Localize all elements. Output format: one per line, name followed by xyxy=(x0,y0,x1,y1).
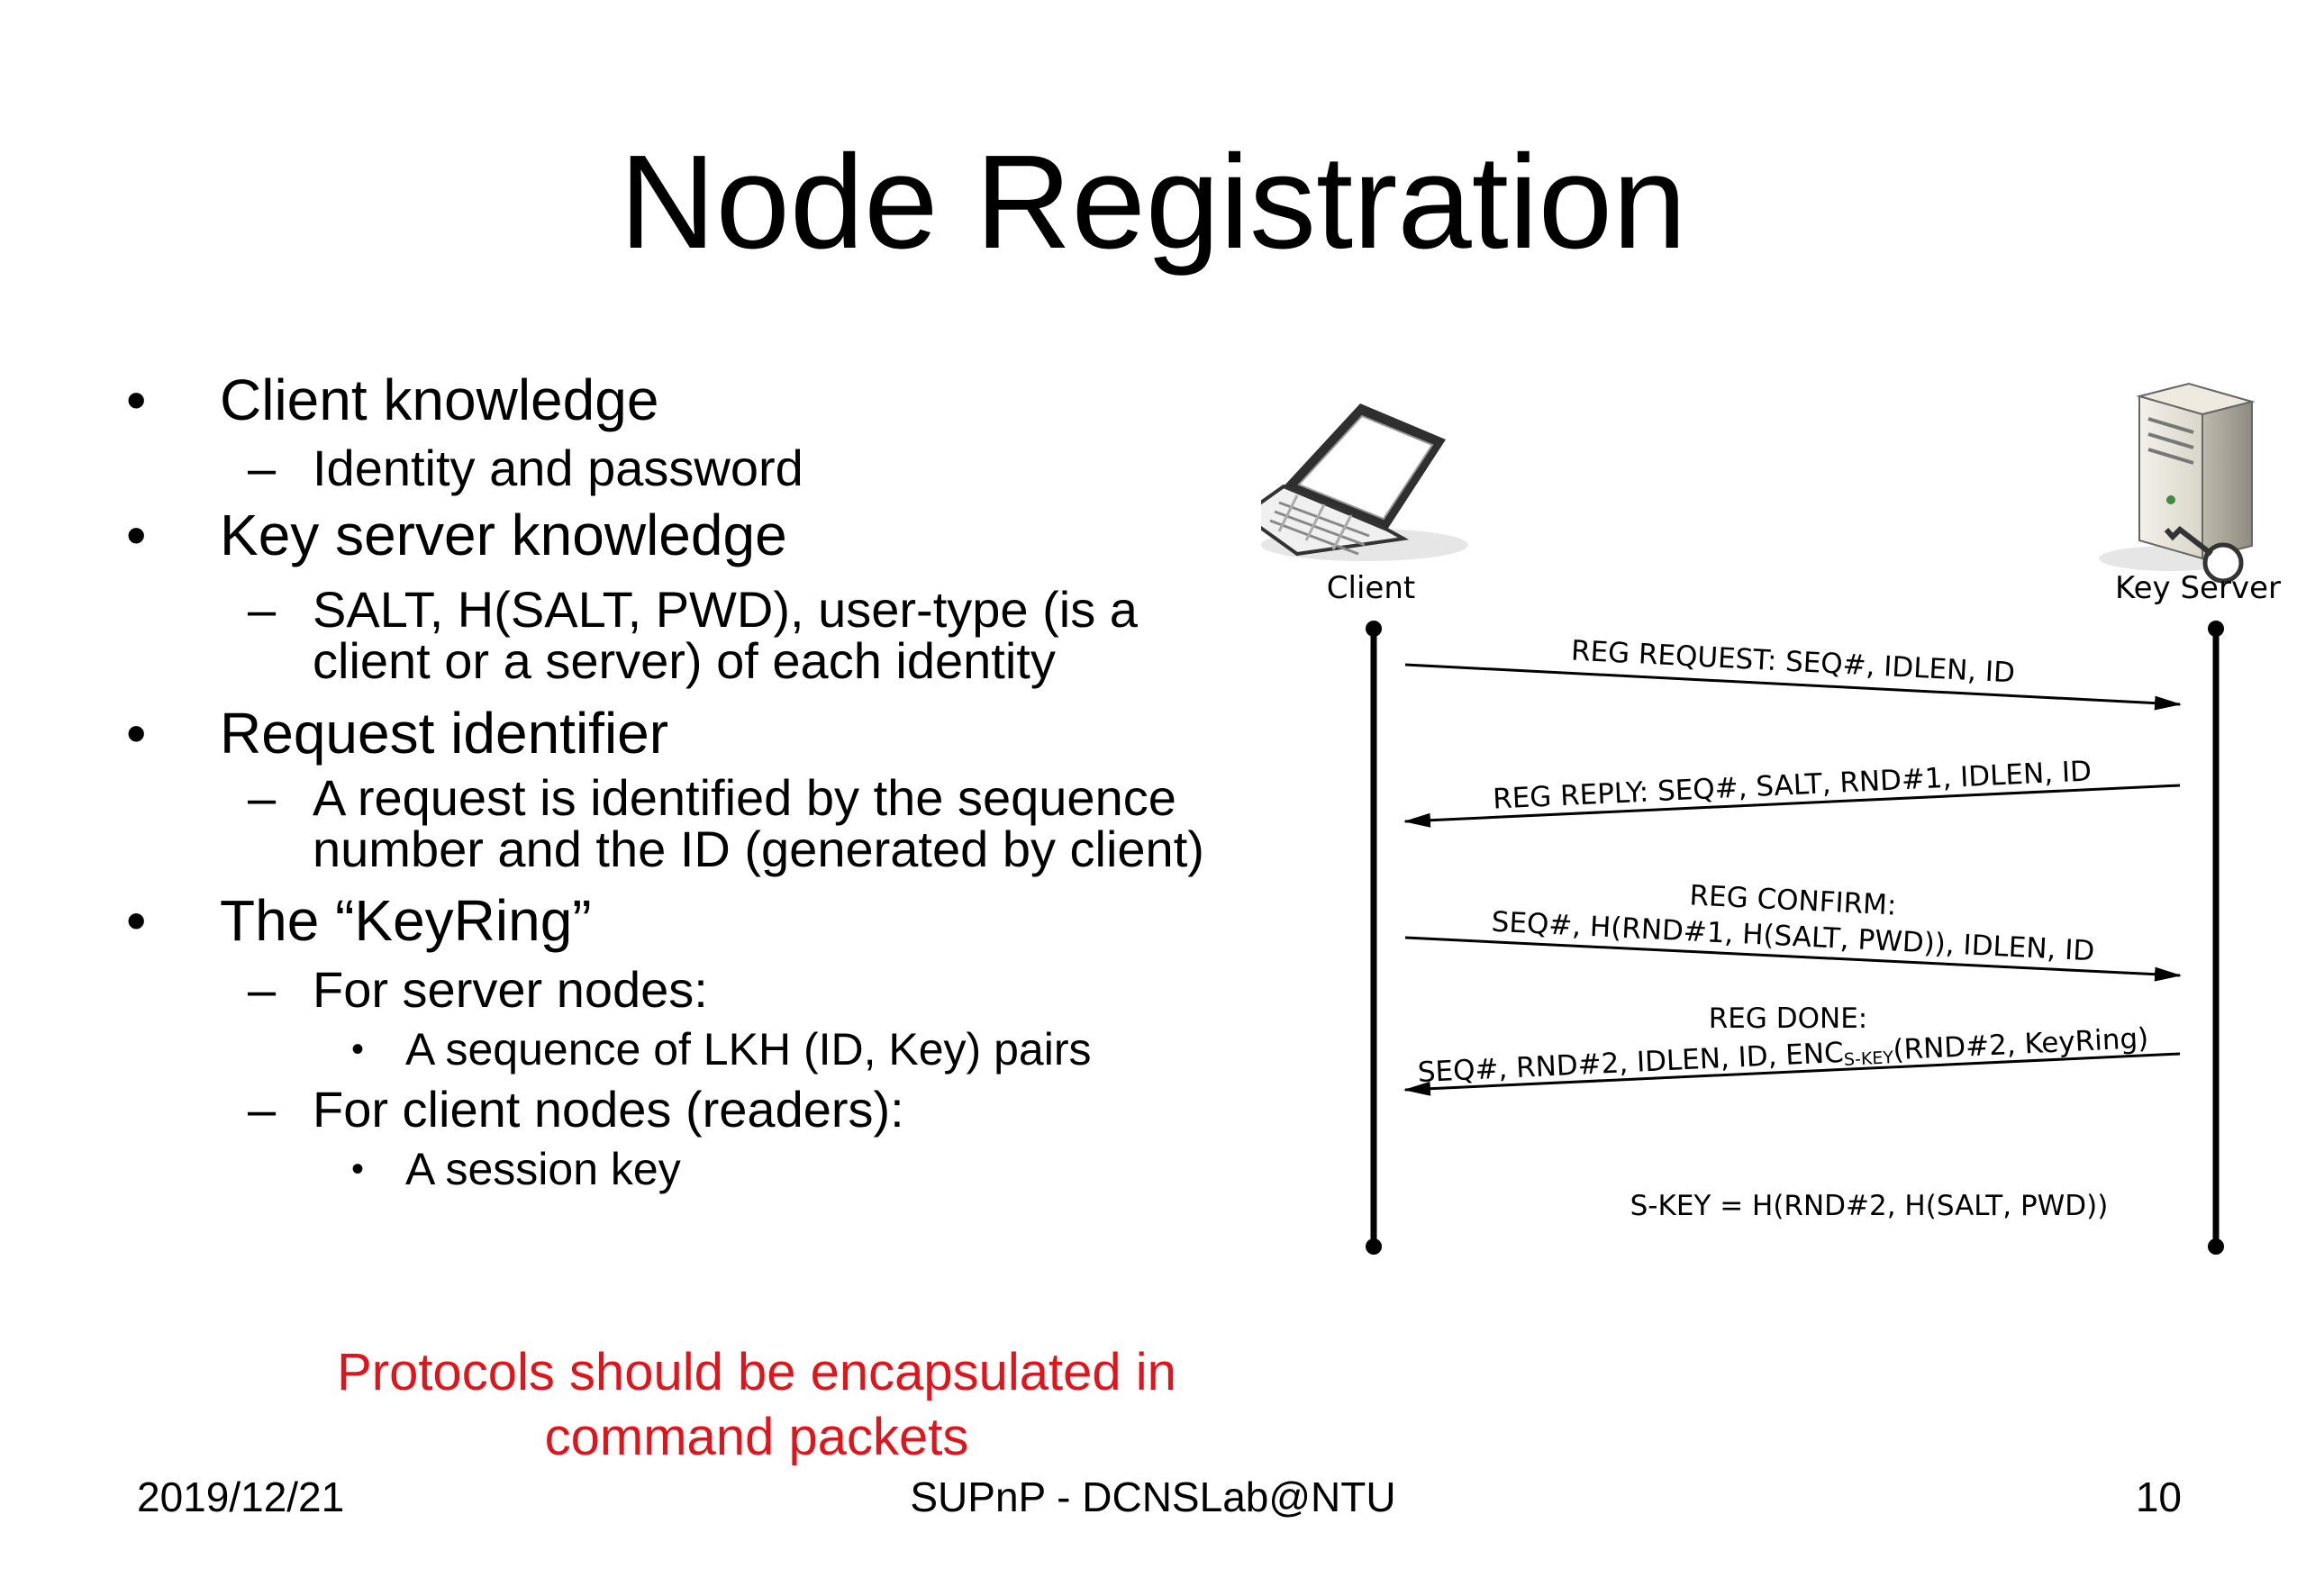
laptop-icon xyxy=(1261,404,1468,561)
dash-marker: – xyxy=(248,440,277,496)
encapsulation-note: Protocols should be encapsulated in comm… xyxy=(306,1340,1207,1470)
reg-reply-label: REG REPLY: SEQ#, SALT, RND#1, IDLEN, ID xyxy=(1492,755,2092,815)
bullet-marker: • xyxy=(351,1149,365,1189)
server-lifeline xyxy=(2208,621,2224,1255)
bullet-marker: • xyxy=(126,367,147,432)
reg-request-label: REG REQUEST: SEQ#, IDLEN, ID xyxy=(1570,635,2016,690)
reg-confirm-title: REG CONFIRM: xyxy=(1689,879,1897,921)
registration-sequence-diagram: Client Key Server REG REQUEST: SEQ#, IDL… xyxy=(1261,378,2306,1279)
key-server-label: Key Server xyxy=(2115,570,2281,606)
footer-date: 2019/12/21 xyxy=(137,1474,345,1520)
reg-confirm-message: REG CONFIRM: SEQ#, H(RND#1, H(SALT, PWD)… xyxy=(1404,879,2182,982)
bullet-marker: • xyxy=(126,888,147,953)
reg-reply-message: REG REPLY: SEQ#, SALT, RND#1, IDLEN, ID xyxy=(1403,755,2181,828)
dash-marker: – xyxy=(248,581,277,638)
bullet-marker: • xyxy=(126,701,147,766)
reg-done-title: REG DONE: xyxy=(1709,1002,1868,1035)
server-key-icon xyxy=(2099,382,2256,584)
reg-done-message: REG DONE: SEQ#, RND#2, IDLEN, ID, ENCS-K… xyxy=(1403,1002,2181,1096)
bullet-marker: • xyxy=(126,503,147,567)
note-line-2: command packets xyxy=(544,1408,969,1466)
slide-title: Node Registration xyxy=(619,128,1687,277)
dash-marker: – xyxy=(248,1081,277,1138)
dash-marker: – xyxy=(248,769,277,826)
page-number: 10 xyxy=(2135,1474,2182,1520)
dash-marker: – xyxy=(248,961,277,1018)
footer-title: SUPnP - DCNSLab@NTU xyxy=(910,1474,1396,1520)
reg-request-message: REG REQUEST: SEQ#, IDLEN, ID xyxy=(1404,635,2182,711)
client-lifeline xyxy=(1366,621,1382,1255)
bullet-marker: • xyxy=(351,1029,365,1069)
note-line-1: Protocols should be encapsulated in xyxy=(337,1343,1176,1401)
client-label: Client xyxy=(1327,570,1415,606)
s-key-formula: S-KEY = H(RND#2, H(SALT, PWD)) xyxy=(1630,1190,2109,1222)
